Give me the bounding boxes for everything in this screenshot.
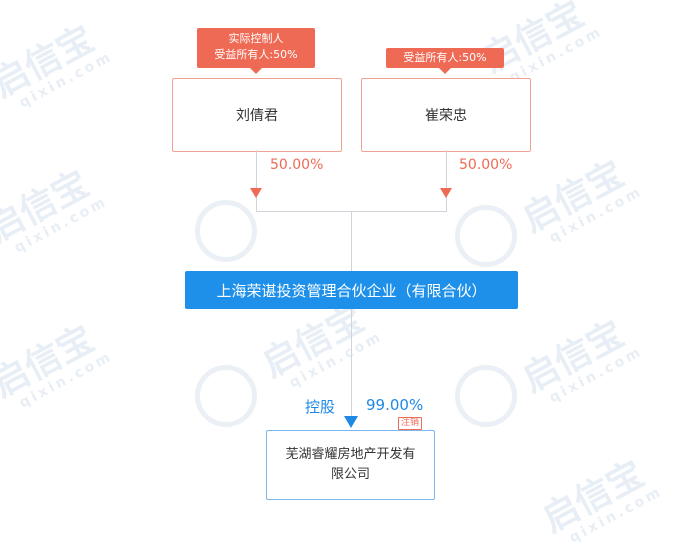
control-percent: 99.00%	[366, 396, 424, 414]
shareholder-node[interactable]: 崔荣忠	[361, 78, 531, 152]
arrow-down-icon	[440, 188, 452, 198]
share-percent: 50.00%	[270, 157, 324, 173]
connector-line	[351, 211, 352, 271]
tag-line: 实际控制人	[228, 32, 284, 45]
connector-line	[351, 309, 352, 416]
watermark-logo-icon	[195, 200, 257, 262]
shareholder-name: 刘倩君	[236, 108, 278, 124]
arrow-down-icon	[250, 188, 262, 198]
middle-entity-node[interactable]: 上海荣谌投资管理合伙企业（有限合伙）	[185, 271, 518, 309]
tag-line: 受益所有人:50%	[403, 51, 487, 64]
connector-line	[256, 150, 257, 212]
target-company-node[interactable]: 芜湖睿耀房地产开发有 限公司	[266, 430, 435, 500]
tag-line: 受益所有人:50%	[214, 48, 298, 61]
shareholder-node[interactable]: 刘倩君	[172, 78, 342, 152]
share-percent: 50.00%	[459, 157, 513, 173]
company-name-line: 限公司	[330, 467, 370, 482]
shareholder-name: 崔荣忠	[425, 108, 467, 124]
beneficial-owner-tag: 受益所有人:50%	[386, 48, 504, 74]
actual-controller-tag: 实际控制人 受益所有人:50%	[197, 28, 315, 74]
watermark-logo-icon	[455, 365, 517, 427]
connector-line	[446, 150, 447, 212]
company-name-line: 芜湖睿耀房地产开发有	[285, 447, 416, 462]
entity-name: 上海荣谌投资管理合伙企业（有限合伙）	[216, 281, 487, 300]
status-badge: 注销	[398, 417, 423, 430]
watermark-logo-icon	[455, 205, 517, 267]
arrow-down-icon	[344, 416, 358, 428]
watermark-logo-icon	[195, 365, 257, 427]
control-label: 控股	[305, 398, 336, 416]
